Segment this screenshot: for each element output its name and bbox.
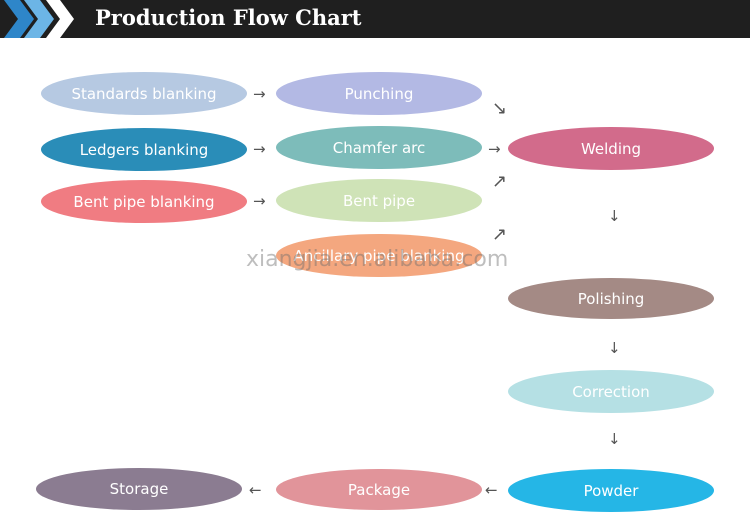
node-ancillary-pipe-blanking: Ancillary pipe blanking — [276, 234, 482, 277]
node-label: Standards blanking — [71, 84, 217, 103]
node-standards-blanking: Standards blanking — [41, 72, 247, 115]
node-label: Storage — [109, 480, 169, 498]
node-label: Bent pipe — [342, 191, 416, 210]
node-label: Welding — [580, 139, 642, 158]
arrow-right: → — [253, 140, 266, 158]
arrow-left: ← — [249, 481, 262, 499]
node-label: Ledgers blanking — [79, 140, 209, 159]
node-bent-pipe: Bent pipe — [276, 179, 482, 222]
node-label: Chamfer arc — [332, 138, 426, 157]
arrow-right: → — [253, 85, 266, 103]
node-ledgers-blanking: Ledgers blanking — [41, 128, 247, 171]
chevron-icon — [4, 0, 74, 38]
arrow-right: → — [488, 140, 501, 158]
arrow-down: ↓ — [608, 207, 621, 225]
node-welding: Welding — [508, 127, 714, 170]
page-title: Production Flow Chart — [95, 5, 362, 30]
node-punching: Punching — [276, 72, 482, 115]
arrow-diag-up: ↗ — [492, 171, 508, 192]
header-bar: Production Flow Chart — [0, 0, 750, 38]
node-storage: Storage — [36, 468, 242, 510]
arrow-right: → — [253, 192, 266, 210]
arrow-left: ← — [485, 481, 498, 499]
arrow-down: ↓ — [608, 430, 621, 448]
node-polishing: Polishing — [508, 278, 714, 319]
node-label: Correction — [572, 382, 650, 401]
node-label: Ancillary pipe blanking — [293, 246, 465, 265]
node-label: Polishing — [577, 289, 645, 308]
arrow-down: ↓ — [608, 339, 621, 357]
node-label: Powder — [583, 481, 639, 500]
node-correction: Correction — [508, 370, 714, 413]
node-label: Bent pipe blanking — [73, 192, 215, 211]
node-label: Package — [347, 480, 411, 499]
node-package: Package — [276, 469, 482, 510]
watermark-text: xiangjia.en.alibaba.com — [246, 247, 509, 272]
arrow-diag-down: ↘ — [492, 98, 508, 119]
node-chamfer-arc: Chamfer arc — [276, 126, 482, 169]
node-label: Punching — [344, 84, 414, 103]
node-powder: Powder — [508, 469, 714, 512]
node-bent-pipe-blanking: Bent pipe blanking — [41, 180, 247, 223]
arrow-diag-up: ↗ — [492, 224, 508, 245]
